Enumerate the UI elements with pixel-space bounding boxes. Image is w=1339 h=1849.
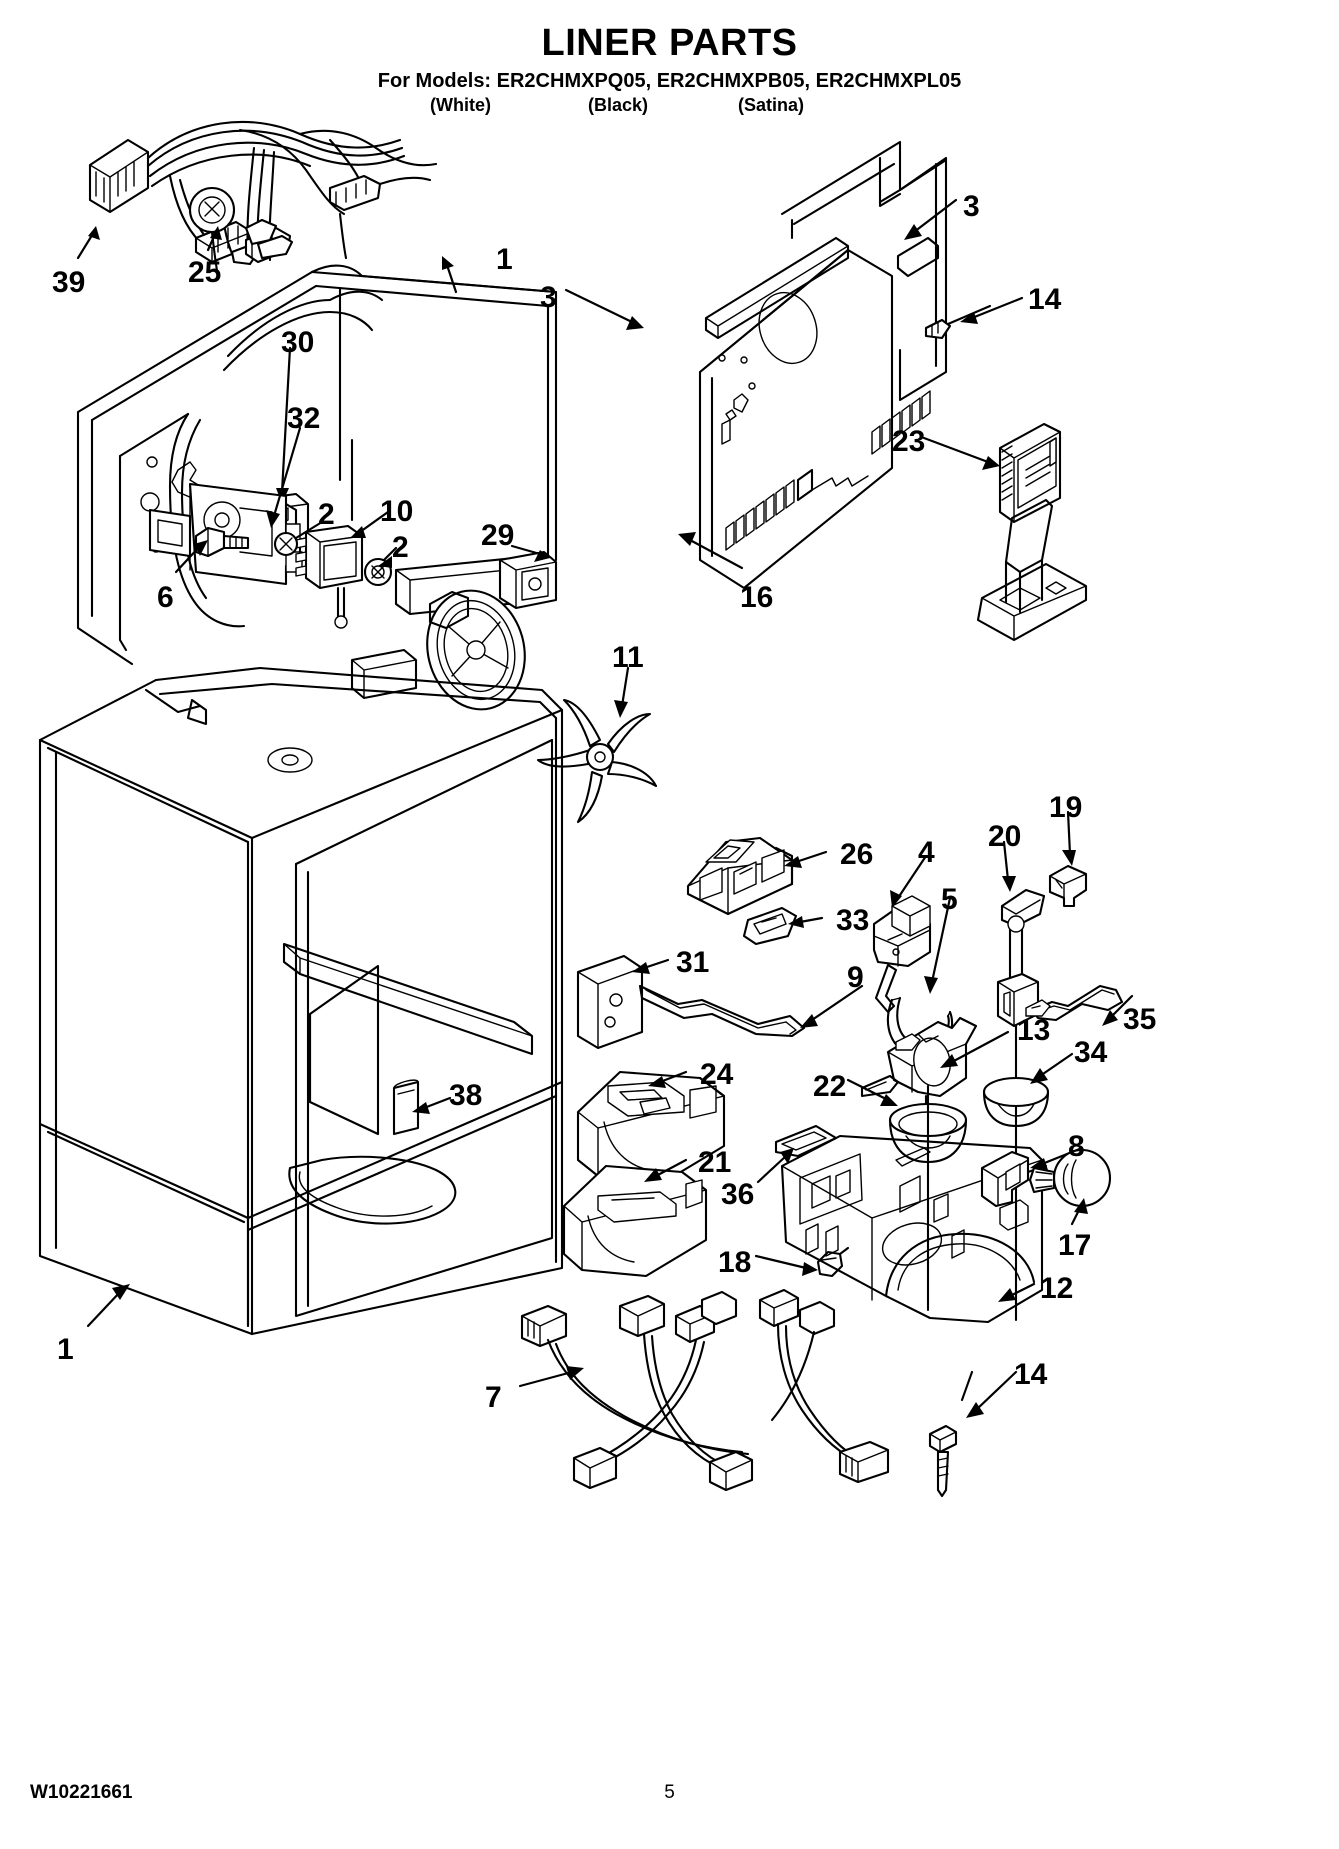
callout-26: 26 [840,838,874,871]
linkage-arm-35 [1025,984,1124,1022]
callout-18: 18 [718,1246,752,1279]
callout-22: 22 [813,1070,847,1103]
rear-liner-panel-16 [698,140,992,590]
page-number: 5 [664,1782,675,1803]
callout-31: 31 [676,946,710,979]
page-title: LINER PARTS [541,22,798,64]
thermostat-control-10 [295,524,364,629]
callout-24: 24 [700,1058,734,1091]
upper-wiring-harness-drawing [88,120,438,278]
callout-34: 34 [1074,1036,1108,1069]
callout-1-upper: 1 [496,243,513,276]
callout-39: 39 [52,266,86,299]
color-label-satina: (Satina) [738,94,805,115]
document-code: W10221661 [30,1782,133,1803]
callout-9: 9 [847,961,864,994]
callout-23: 23 [892,425,926,458]
callout-35: 35 [1123,1003,1157,1036]
foam-baffle-24 [576,1070,726,1184]
color-label-white: (White) [430,94,491,115]
callout-29: 29 [481,519,515,552]
callout-20: 20 [988,820,1022,853]
screw-14-lower [928,1370,974,1498]
document-header: LINER PARTS For Models: ER2CHMXPQ05, ER2… [0,22,1339,121]
callout-33: 33 [836,904,870,937]
callout-6: 6 [157,581,174,614]
light-socket-8 [980,1150,1048,1208]
color-label-black: (Black) [588,94,649,115]
callout-7: 7 [485,1381,502,1414]
lower-wiring-harness-7 [520,1288,890,1492]
callout-13: 13 [1017,1014,1051,1047]
callout-17: 17 [1058,1229,1092,1262]
actuator-shaft-20 [996,888,1046,1322]
linkage-rod-9 [638,984,806,1038]
callout-10: 10 [380,495,414,528]
mounting-plate-31 [576,954,644,1050]
callout-30: 30 [281,326,315,359]
callout-3-right: 3 [963,190,980,223]
callout-2-a: 2 [318,498,335,531]
callout-1-lower: 1 [57,1333,74,1366]
callout-3-left: 3 [540,281,557,314]
callout-14-upper: 14 [1028,283,1062,316]
air-duct-damper-23 [976,422,1088,642]
callout-12: 12 [1040,1272,1074,1305]
cabinet-outer-case-1 [38,666,564,1336]
callout-19: 19 [1049,791,1083,824]
bearing-cap-34 [982,1076,1050,1128]
callout-5: 5 [941,883,958,916]
models-line: For Models: ER2CHMXPQ05, ER2CHMXPB05, ER… [377,69,962,92]
callout-2-b: 2 [392,531,409,564]
fan-shroud-bracket-29 [498,550,558,610]
auger-motor-cap-4 [872,895,932,968]
freezer-liner-drawing [76,264,558,700]
fan-blade-11 [536,698,658,824]
clip-19 [1048,864,1088,908]
screw-2a [273,531,299,557]
callout-32: 32 [287,402,321,435]
ice-container-housing-12 [780,1134,1044,1324]
ice-auger-drive-13 [860,1016,978,1114]
callout-11: 11 [612,641,644,674]
callout-38: 38 [449,1079,483,1112]
color-variants-row: (White) (Black) (Satina) [0,95,1339,121]
callout-8: 8 [1068,1130,1085,1163]
callout-25: 25 [188,256,222,289]
foam-baffle-21 [562,1164,708,1278]
cover-plate-33 [742,906,798,946]
callout-14-lower: 14 [1014,1358,1048,1391]
callout-4: 4 [918,836,935,869]
roller-bumper-38 [392,1079,420,1136]
control-housing-cover-26 [686,836,794,916]
callout-16: 16 [740,581,774,614]
callout-36: 36 [721,1178,755,1211]
light-bulb-17 [1028,1148,1112,1208]
callout-21: 21 [698,1146,732,1179]
